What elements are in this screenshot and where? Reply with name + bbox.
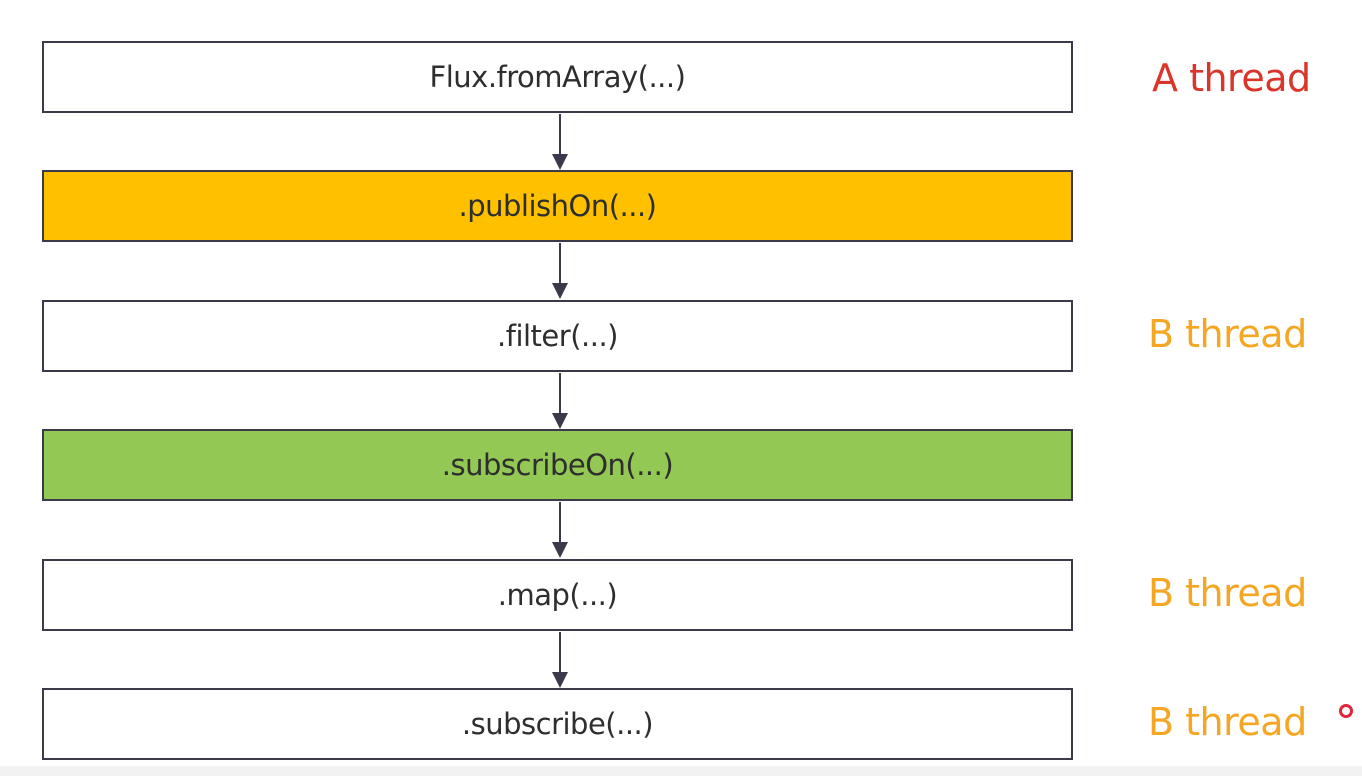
arrow-down-icon xyxy=(552,243,568,299)
arrow-down-icon xyxy=(552,373,568,429)
step-flux-fromarray: Flux.fromArray(...) xyxy=(42,41,1073,113)
step-subscribeon: .subscribeOn(...) xyxy=(42,429,1073,501)
thread-label-a: A thread xyxy=(1152,56,1311,100)
arrow-down-icon xyxy=(552,502,568,558)
step-subscribe: .subscribe(...) xyxy=(42,688,1073,760)
step-label: .filter(...) xyxy=(497,319,618,353)
arrow-down-icon xyxy=(552,114,568,170)
bottom-strip xyxy=(0,766,1362,776)
step-map: .map(...) xyxy=(42,559,1073,631)
thread-label-b: B thread xyxy=(1148,312,1307,356)
thread-label-b: B thread xyxy=(1148,571,1307,615)
step-label: .publishOn(...) xyxy=(458,189,657,223)
step-label: Flux.fromArray(...) xyxy=(429,60,686,94)
thread-label-b: B thread xyxy=(1148,700,1307,744)
step-filter: .filter(...) xyxy=(42,300,1073,372)
step-label: .subscribe(...) xyxy=(461,707,654,741)
pointer-dot-icon xyxy=(1339,704,1353,718)
step-publishon: .publishOn(...) xyxy=(42,170,1073,242)
step-label: .map(...) xyxy=(497,578,618,612)
arrow-down-icon xyxy=(552,632,568,688)
step-label: .subscribeOn(...) xyxy=(441,448,674,482)
